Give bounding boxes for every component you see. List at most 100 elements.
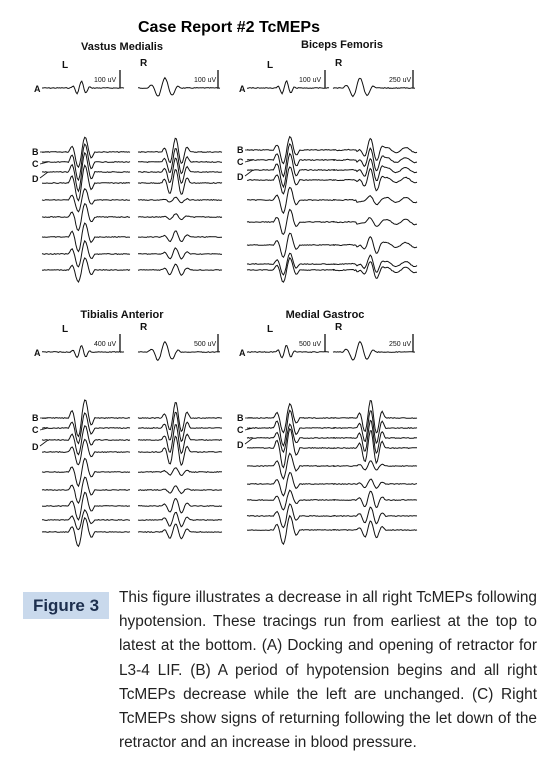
trace-right xyxy=(137,485,223,495)
trace-label-b: B xyxy=(32,147,39,157)
trace-left xyxy=(246,489,336,511)
trace-a-left xyxy=(247,79,330,95)
trace-right xyxy=(332,419,418,455)
figure-title: Case Report #2 TcMEPs xyxy=(138,19,320,36)
trace-left xyxy=(41,491,130,521)
side-label-right: R xyxy=(335,58,343,69)
trace-left xyxy=(246,186,336,215)
trace-right xyxy=(137,523,223,540)
side-label-left: L xyxy=(62,60,68,71)
trace-left xyxy=(41,457,131,488)
trace-left xyxy=(42,399,131,438)
trace-right xyxy=(137,196,223,204)
trace-label-a: A xyxy=(34,348,41,358)
trace-left xyxy=(246,232,336,258)
trace-right xyxy=(333,167,418,192)
trace-right xyxy=(137,157,223,185)
trace-left xyxy=(41,222,131,253)
trace-right xyxy=(137,411,223,443)
trace-left xyxy=(246,152,336,189)
trace-right xyxy=(138,467,223,477)
trace-left xyxy=(246,166,336,195)
trace-left xyxy=(246,423,336,454)
trace-a-left xyxy=(42,80,125,95)
label-leader xyxy=(39,439,49,447)
trace-right xyxy=(137,498,223,514)
trace-right xyxy=(137,263,223,277)
scale-label-left: 100 uV xyxy=(299,77,322,84)
label-leader xyxy=(244,437,254,445)
trace-right xyxy=(333,460,418,471)
muscle-label: Medial Gastroc xyxy=(286,309,365,321)
trace-label-c: C xyxy=(237,157,244,167)
trace-right xyxy=(137,137,223,165)
trace-label-b: B xyxy=(237,413,244,423)
muscle-label: Tibialis Anterior xyxy=(80,309,164,321)
trace-left xyxy=(246,514,336,546)
trace-left xyxy=(246,452,336,481)
trace-right xyxy=(332,235,418,254)
muscle-label: Vastus Medialis xyxy=(81,41,163,53)
side-label-left: L xyxy=(267,60,273,71)
side-label-right: R xyxy=(140,58,148,69)
label-leader xyxy=(244,427,254,431)
trace-a-right xyxy=(332,340,416,361)
trace-right xyxy=(332,137,418,161)
trace-left xyxy=(246,503,336,529)
trace-right xyxy=(138,435,223,467)
trace-left xyxy=(42,438,131,466)
trace-left xyxy=(41,164,131,202)
trace-right xyxy=(332,430,417,465)
trace-left xyxy=(41,202,130,232)
trace-a-right xyxy=(137,340,221,362)
scale-label-right: 250 uV xyxy=(389,341,412,348)
trace-label-d: D xyxy=(237,440,244,450)
trace-label-b: B xyxy=(32,413,39,423)
side-label-right: R xyxy=(140,322,148,333)
trace-left xyxy=(41,239,131,268)
trace-right xyxy=(332,399,418,434)
trace-right xyxy=(332,506,417,525)
trace-left xyxy=(41,425,131,456)
side-label-right: R xyxy=(335,322,343,333)
trace-left xyxy=(246,135,335,165)
trace-label-d: D xyxy=(32,442,39,452)
trace-right xyxy=(332,410,418,445)
trace-label-b: B xyxy=(237,145,244,155)
trace-label-c: C xyxy=(237,425,244,435)
trace-right xyxy=(137,511,223,528)
trace-right xyxy=(332,261,418,279)
trace-right xyxy=(137,213,223,221)
trace-left xyxy=(246,427,336,469)
trace-a-left xyxy=(41,344,125,359)
trace-label-c: C xyxy=(32,159,39,169)
scale-label-right: 250 uV xyxy=(389,77,412,84)
label-leader xyxy=(39,171,49,179)
trace-label-c: C xyxy=(32,425,39,435)
trace-a-left xyxy=(246,345,330,359)
label-leader xyxy=(39,427,49,431)
trace-label-a: A xyxy=(34,84,41,94)
trace-right xyxy=(332,490,418,509)
trace-a-right xyxy=(332,77,416,98)
trace-label-d: D xyxy=(237,172,244,182)
side-label-left: L xyxy=(62,324,68,335)
trace-label-a: A xyxy=(239,348,246,358)
muscle-label: Biceps Femoris xyxy=(301,39,383,51)
trace-right xyxy=(138,230,223,243)
trace-left xyxy=(42,143,131,182)
trace-right xyxy=(137,247,223,260)
trace-left xyxy=(41,516,131,548)
trace-left xyxy=(246,142,336,178)
trace-left xyxy=(246,402,336,434)
figure-caption: This figure illustrates a decrease in al… xyxy=(119,589,537,752)
trace-left xyxy=(246,409,336,448)
trace-right xyxy=(332,520,418,539)
scale-label-right: 100 uV xyxy=(194,77,217,84)
trace-label-d: D xyxy=(32,174,39,184)
label-leader xyxy=(39,161,49,165)
